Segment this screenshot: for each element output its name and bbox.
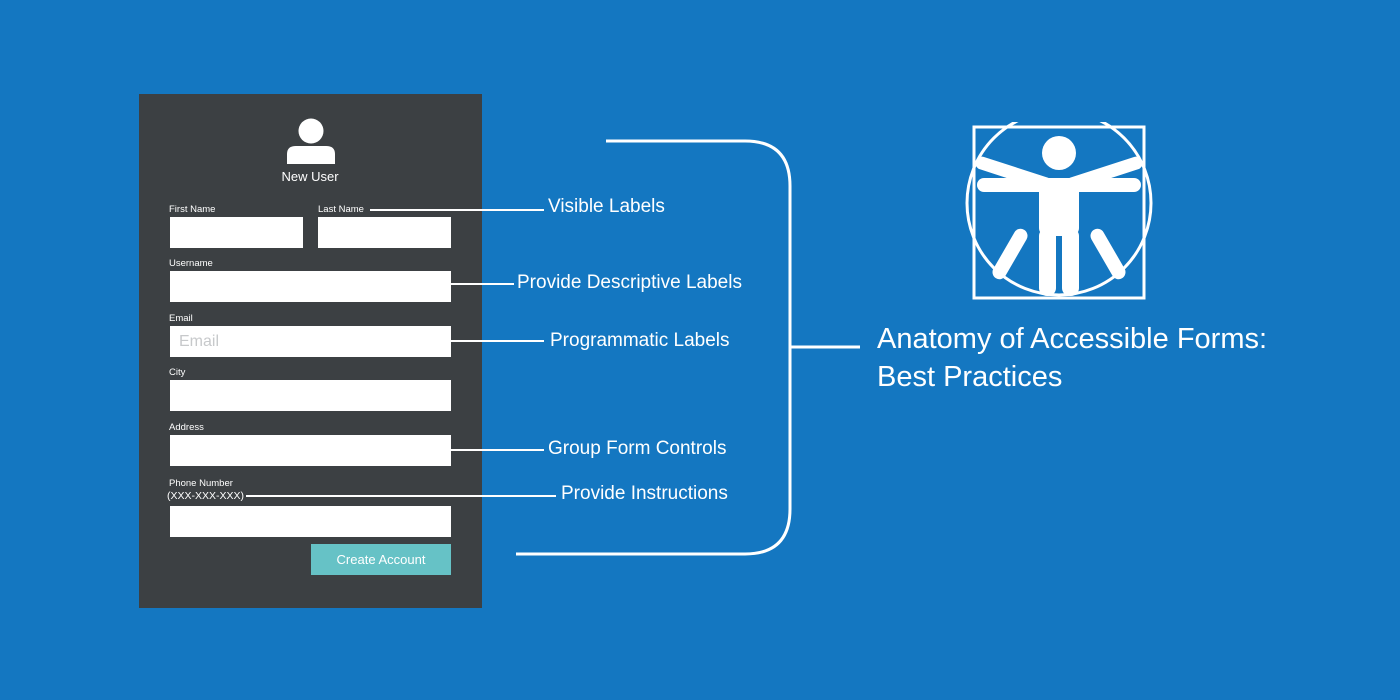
last-name-label: Last Name [318,204,364,215]
email-placeholder: Email [179,333,220,350]
first-name-input[interactable] [170,217,303,248]
callout-programmatic-labels: Programmatic Labels [550,330,730,351]
title-line-1: Anatomy of Accessible Forms: [877,323,1268,355]
email-input[interactable]: Email [170,326,451,357]
username-label: Username [169,258,213,269]
accessibility-figure-icon [965,122,1153,300]
user-avatar-icon [287,118,335,164]
form-heading: New User [281,169,339,184]
callout-group-form-controls: Group Form Controls [548,438,727,459]
create-account-button[interactable]: Create Account [311,544,451,575]
username-input[interactable] [170,271,451,302]
email-label: Email [169,313,193,324]
title-line-2: Best Practices [877,361,1063,393]
callout-visible-labels: Visible Labels [548,196,665,217]
phone-number-hint: (XXX-XXX-XXX) [167,490,245,502]
address-label: Address [169,422,204,433]
phone-number-label: Phone Number [169,478,233,489]
address-input[interactable] [170,435,451,466]
last-name-input[interactable] [318,217,451,248]
city-input[interactable] [170,380,451,411]
page-title: Anatomy of Accessible Forms: Best Practi… [877,320,1267,396]
callout-descriptive-labels: Provide Descriptive Labels [517,272,742,293]
phone-number-input[interactable] [170,506,451,537]
city-label: City [169,367,186,378]
first-name-label: First Name [169,204,216,215]
callout-provide-instructions: Provide Instructions [561,483,728,504]
